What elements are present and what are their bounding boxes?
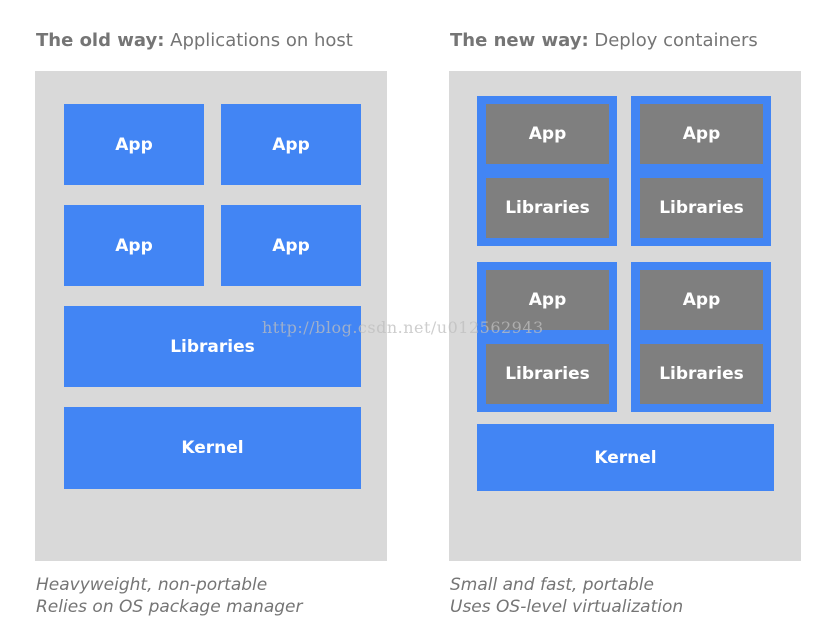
container-app-block: App (486, 104, 609, 164)
new-kernel-block: Kernel (477, 424, 774, 491)
old-way-panel: App App App App Libraries Kernel (35, 71, 387, 561)
old-way-title: The old way: Applications on host (36, 30, 353, 51)
container-libraries-block: Libraries (486, 344, 609, 404)
new-way-panel: App Libraries App Libraries App Librarie… (449, 71, 801, 561)
container-box: App Libraries (477, 262, 617, 412)
old-way-title-rest: Applications on host (164, 30, 353, 51)
old-way-title-bold: The old way: (36, 30, 165, 51)
old-way-caption-line2: Relies on OS package manager (36, 597, 303, 617)
container-libraries-block: Libraries (486, 178, 609, 238)
container-app-block: App (640, 270, 763, 330)
old-kernel-block: Kernel (64, 407, 361, 489)
old-way-caption: Heavyweight, non-portable Relies on OS p… (36, 574, 302, 618)
new-way-caption: Small and fast, portable Uses OS-level v… (450, 574, 683, 618)
old-app-block: App (64, 104, 204, 185)
container-box: App Libraries (477, 96, 617, 246)
old-libraries-block: Libraries (64, 306, 361, 387)
new-way-title-rest: Deploy containers (588, 30, 758, 51)
container-libraries-block: Libraries (640, 344, 763, 404)
old-way-caption-line1: Heavyweight, non-portable (36, 575, 268, 595)
container-app-block: App (486, 270, 609, 330)
old-app-block: App (221, 205, 361, 286)
old-app-block: App (64, 205, 204, 286)
container-box: App Libraries (631, 262, 771, 412)
container-libraries-block: Libraries (640, 178, 763, 238)
new-way-title-bold: The new way: (450, 30, 589, 51)
new-way-caption-line2: Uses OS-level virtualization (450, 597, 684, 617)
old-app-block: App (221, 104, 361, 185)
new-way-caption-line1: Small and fast, portable (450, 575, 654, 595)
new-way-title: The new way: Deploy containers (450, 30, 758, 51)
container-app-block: App (640, 104, 763, 164)
container-box: App Libraries (631, 96, 771, 246)
